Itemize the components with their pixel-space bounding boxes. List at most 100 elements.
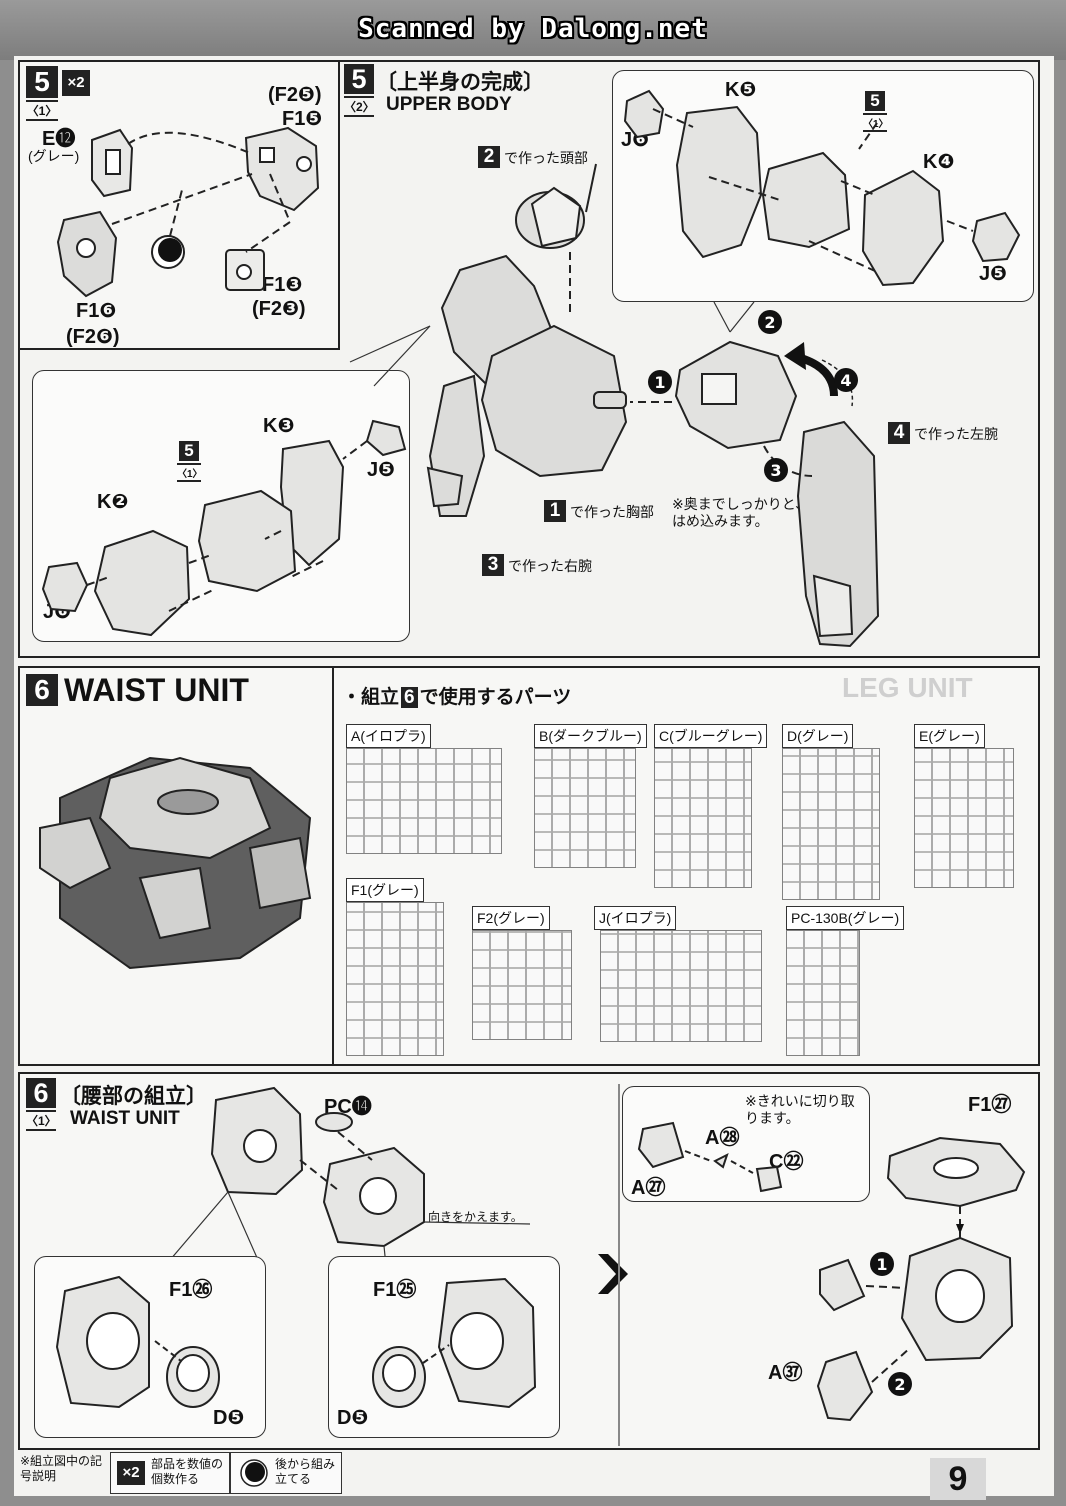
left-arm-ref-label: で作った左腕 <box>914 426 998 442</box>
part-label-a27: A㉗ <box>631 1177 666 1199</box>
cut-note: ※きれいに切り取ります。 <box>745 1093 855 1126</box>
head-part <box>515 163 597 249</box>
part-label-f1-3: F1❸ <box>262 274 303 296</box>
part-j6 <box>41 561 89 613</box>
scan-credit: Scanned by Dalong.net <box>358 14 708 44</box>
runner-label-pc130b: PC-130B(グレー) <box>786 906 905 930</box>
parts-heading-step: 6 <box>401 687 418 708</box>
runner-label-c: C(ブルーグレー) <box>654 724 768 748</box>
head-ref-label: で作った頭部 <box>504 150 588 166</box>
callout-lines <box>349 301 755 387</box>
left-shoulder-assembly <box>674 340 798 450</box>
runner-label-f2: F2(グレー) <box>472 906 550 930</box>
runner-b <box>534 748 636 868</box>
shoulder-core <box>197 489 297 593</box>
part-k5 <box>675 105 763 259</box>
runner-f2 <box>472 930 572 1040</box>
head-ref-number: 2 <box>478 146 500 168</box>
waist-assembly-panel: 6 〈1〉 〔腰部の組立〕 WAIST UNIT PC⓮ 向きをかえます。 F1… <box>18 1072 1040 1450</box>
poly-cap-pc14 <box>315 1112 353 1132</box>
right-shoulder-drawing <box>41 419 407 637</box>
shoulder-core <box>761 151 851 249</box>
runner-f1 <box>346 902 444 1056</box>
step-sub: 〈1〉 <box>26 100 58 121</box>
runner-pc130b <box>786 930 860 1056</box>
part-j5 <box>365 419 407 457</box>
hinge-part-f1-3 <box>225 249 265 291</box>
divider <box>229 1453 231 1493</box>
insert-note: ※奥までしっかりと、はめ込みます。 <box>672 496 810 529</box>
part-k2 <box>93 529 191 637</box>
symbol-legend: ×2 部品を数値の個数作る 後から組み立てる <box>110 1452 342 1494</box>
part-label-k4: K❹ <box>923 151 955 173</box>
torso-assembly <box>426 254 628 517</box>
part-label-f1-25: F1㉕ <box>373 1279 417 1301</box>
left-shoulder-detail: K❺ J❻ 5 〈1〉 K❹ J❺ <box>612 70 1034 302</box>
parts-heading-tail: で使用するパーツ <box>419 687 572 708</box>
step-title-en: UPPER BODY <box>386 94 512 115</box>
step-sub: 〈1〉 <box>26 1110 57 1131</box>
step-ref-5: 5 <box>865 91 885 111</box>
part-j5 <box>971 211 1021 263</box>
instruction-page: 5 ×2 〈1〉 E⓬ (グレー) (F2❺) F1❺ F1❸ (F2❸) F1… <box>14 56 1054 1496</box>
runner-label-d: D(グレー) <box>782 724 854 748</box>
waist-frame-drawing <box>169 1086 531 1267</box>
part-label-f2-5: (F2❺) <box>268 84 322 106</box>
section-title: WAIST UNIT <box>64 672 249 708</box>
right-hand <box>426 466 464 508</box>
parts-heading-prefix: ・組立 <box>342 687 400 708</box>
waist-final-drawing: 1 2 <box>816 1136 1026 1422</box>
part-label-j5: J❺ <box>367 459 396 481</box>
runner-a <box>346 748 502 854</box>
step-title-jp: 〔上半身の完成〕 <box>376 71 544 94</box>
part-label-d5: D❺ <box>337 1407 369 1429</box>
step5-1-drawing <box>56 126 320 298</box>
step-title-jp: 〔腰部の組立〕 <box>60 1085 207 1108</box>
part-label-a37: A㊲ <box>768 1362 803 1384</box>
runner-c <box>654 748 752 888</box>
shoulder-part-e12 <box>91 128 134 198</box>
turn-note: 向きをかえます。 <box>428 1210 523 1224</box>
next-step-arrow <box>598 1254 628 1294</box>
step-ref-sub: 〈1〉 <box>177 463 203 482</box>
part-label-a28: A㉘ <box>705 1127 740 1149</box>
svg-text:1: 1 <box>876 1255 887 1274</box>
step-number: 6 <box>26 1078 56 1108</box>
part-label-f1-26: F1㉖ <box>169 1279 213 1301</box>
svg-text:4: 4 <box>840 371 851 390</box>
upper-body-panel <box>18 60 1040 658</box>
multiplier-badge: ×2 <box>62 70 90 96</box>
right-arm-ref-label: で作った右腕 <box>508 558 592 574</box>
assembly-guide-lines <box>111 131 292 253</box>
legend-title: ※組立図中の記号説明 <box>20 1454 103 1483</box>
waist-unit-preview <box>39 756 312 970</box>
shoulder-part-f1-6 <box>56 210 118 298</box>
multiplier-symbol: ×2 <box>117 1461 145 1485</box>
left-arm <box>796 420 880 648</box>
build-later-symbol <box>151 235 185 269</box>
part-label-k3: K❸ <box>263 415 295 437</box>
shoulder-part-f1-5 <box>244 126 320 212</box>
chest-block <box>480 324 628 478</box>
step-arrow-markers: 1 2 3 4 <box>648 310 858 482</box>
build-later-symbol <box>240 1459 268 1487</box>
step5-1-panel: 5 ×2 〈1〉 E⓬ (グレー) (F2❺) F1❺ F1❸ (F2❸) F1… <box>18 60 340 350</box>
divider <box>332 668 334 1064</box>
part-label-e12: E⓬ <box>42 128 76 150</box>
part-k4 <box>861 169 945 287</box>
chest-ref-number: 1 <box>544 500 566 522</box>
left-arm-ref-number: 4 <box>888 422 910 444</box>
later-desc: 後から組み立てる <box>275 1457 336 1486</box>
svg-text:1: 1 <box>654 373 665 392</box>
svg-text:2: 2 <box>764 313 775 332</box>
svg-text:2: 2 <box>894 1375 905 1394</box>
runner-label-e: E(グレー) <box>914 724 985 748</box>
part-label-f2-6: (F2❻) <box>66 326 120 348</box>
part-color-note: (グレー) <box>28 148 80 164</box>
runner-label-j: J(イロプラ) <box>594 906 677 930</box>
step-number: 5 <box>26 66 58 98</box>
runner-e <box>914 748 1014 888</box>
step-arrow-markers: 1 2 <box>870 1252 912 1396</box>
